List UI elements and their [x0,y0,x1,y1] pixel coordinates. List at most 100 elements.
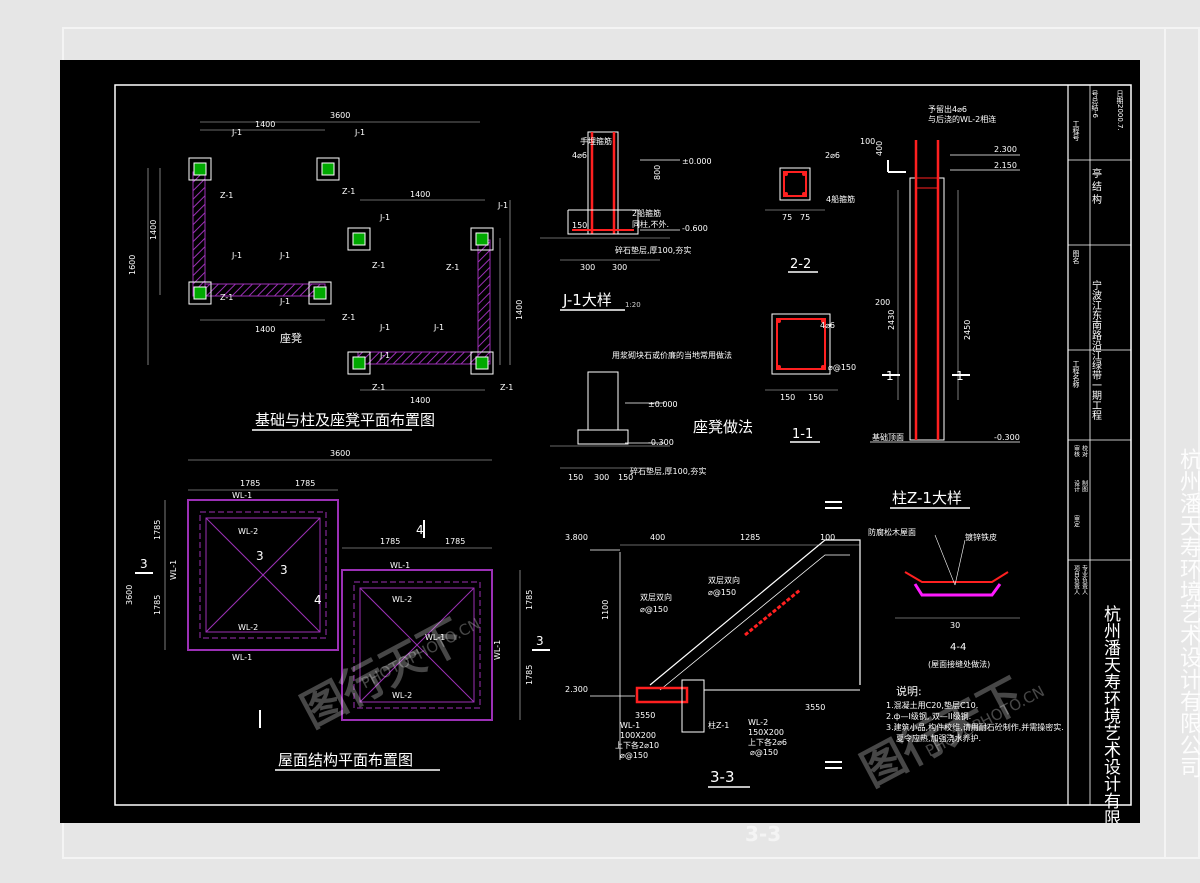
label-z1: Z-1 [342,313,355,322]
detail-bench [550,371,670,469]
bench-dim: 150 [618,473,633,482]
plan-roof [135,459,550,728]
j1-note: 4⌀6 [572,151,587,160]
plan1-title: 基础与柱及座凳平面布置图 [255,411,435,429]
j1-title: J-1大样 [562,291,612,309]
drawing-sheet: 3600 1400 1400 1400 1400 1600 1400 1400 … [60,60,1140,823]
plan-foundation-labels: 3600 1400 1400 1400 1400 1600 1400 1400 … [128,111,524,405]
role-label: 专业负责人 [1081,564,1088,595]
roof-dim-side: 1785 [153,520,162,540]
dim-1400-top: 1400 [255,120,275,129]
wl-label: WL-2 [238,527,258,536]
s11-note: 4⌀6 [820,321,835,330]
z1-dim: 2430 [887,310,896,330]
s22-note: 2⌀6 [825,151,840,160]
title-block-rows [1068,85,1131,805]
section-2-2 [765,167,825,211]
label-j1: J-1 [231,251,242,260]
label-j1: J-1 [379,351,390,360]
s33-note: WL-2 [748,718,768,727]
notes-line: 3.建筑小品,构件校维,请用耐石砼制作,并需操密实. [886,722,1064,732]
label-j1: J-1 [379,213,390,222]
cad-drawing: 3600 1400 1400 1400 1400 1600 1400 1400 … [114,84,1132,823]
project-name: 宁波江东南路沿江绿带一期工程 [1090,279,1102,420]
s11-labels: 4⌀6 ⌀@150 150 150 [780,321,856,402]
s33-title: 3-3 [710,768,735,786]
role-label: 制图 [1081,479,1088,493]
general-notes: 说明: 1.混凝土用C20,垫层C10. 2.ф—I级钢, 双—II级钢. 3.… [886,684,1064,743]
s44-note: (屋面接缝处做法) [928,659,990,669]
z1-cut: 1 [886,369,894,383]
detail-j1 [540,131,680,261]
label-bench: 座凳 [280,331,302,345]
label-z1: Z-1 [372,383,385,392]
label-z1: Z-1 [220,293,233,302]
s33-note: 双层双向 [640,592,672,602]
s44-label: 防腐松木屋面 [868,527,916,537]
s22-title: 2-2 [790,257,811,272]
s22-note: 4船箍筋 [826,194,855,204]
drawing-label: 图名 [1072,250,1080,265]
bench-level: -0.300 [648,438,674,447]
s33-note: 150X200 [748,728,784,737]
j1-dim: 300 [580,263,595,272]
role-label: 审核 [1073,444,1080,458]
ghost-section-label: 3-3 [745,822,782,846]
z1-cut: 1 [956,369,964,383]
detail-z1-column [870,140,1020,443]
z1-dim: 2450 [963,320,972,340]
label-j1: J-1 [433,323,444,332]
cut-mark: 3 [256,549,264,563]
s33-note: 双层双向 [708,575,740,585]
j1-dim: 150 [572,221,587,230]
j1-note: 2船箍筋 [632,208,661,218]
s44-dim: 30 [950,621,960,630]
bench-gravel: 碎石垫层,厚100,夯实 [630,466,706,476]
bench-note: 用浆砌块石或价廉的当地常用做法 [612,350,732,360]
s33-note: ⌀@150 [750,748,778,757]
notes-line: 2.ф—I级钢, 双—II级钢. [886,711,971,721]
plan-roof-labels: 3600 1785 1785 1785 1785 1785 3600 1785 … [125,449,544,700]
dim-1400-left: 1400 [149,220,158,240]
role-label: 审定 [1073,514,1080,528]
dim-3600: 3600 [330,111,350,120]
cut-mark: 4 [314,593,322,607]
cut-mark: 3 [280,563,288,577]
label-z1: Z-1 [500,383,513,392]
company-name: 杭州潘天寿环境艺术设计有限公司 [1100,605,1121,823]
section-4-4 [895,534,1020,619]
s22-dim: 75 [800,213,810,222]
dim-1400-r2: 1400 [515,300,524,320]
s33-note: ⌀@150 [640,605,668,614]
roof-dim-1785: 1785 [240,479,260,488]
roof-dim-3600: 3600 [330,449,350,458]
j1-note: 碎石垫层,厚100,夯实 [615,245,691,255]
roof-dim-1785: 1785 [295,479,315,488]
s22-labels: 2⌀6 4船箍筋 75 75 [782,151,855,222]
dim-1400-mid: 1400 [410,190,430,199]
z1-level: -0.300 [994,433,1020,442]
title-block: 杭州潘天寿环境艺术设计有限公司 工程名称 宁波江东南路沿江绿带一期工程 图名 亭… [1072,90,1124,823]
role-label: 项目负责人 [1073,565,1080,595]
label-j1: J-1 [279,297,290,306]
roof-dim-side: 1785 [525,590,534,610]
j1-note: 手埋箍筋 [580,136,612,146]
s11-title: 1-1 [792,427,813,442]
s33-note: 柱Z-1 [708,720,729,730]
roof-dim-side: 3600 [125,585,134,605]
section-3-3 [590,501,861,769]
wl-label: WL-1 [232,653,252,662]
plan-foundation [147,121,511,391]
j1-dim: 800 [653,165,662,180]
s33-note: ⌀@150 [620,751,648,760]
s33-note: 上下各2⌀6 [748,737,787,747]
z1-note: 予留出4⌀6 [928,104,967,114]
z1-note: 与后浇的WL-2相连 [928,114,996,124]
z1-dim: 400 [875,141,884,156]
s33-level: 3.800 [565,533,588,542]
notes-line: 1.混凝土用C20,垫层C10. [886,700,978,710]
ghost-title-strip: 杭州潘天寿环境艺术设计有限公司 [1164,28,1200,858]
wl-label: WL-2 [392,691,412,700]
cut-mark: 3 [140,557,148,571]
s33-dim: 3550 [635,711,655,720]
